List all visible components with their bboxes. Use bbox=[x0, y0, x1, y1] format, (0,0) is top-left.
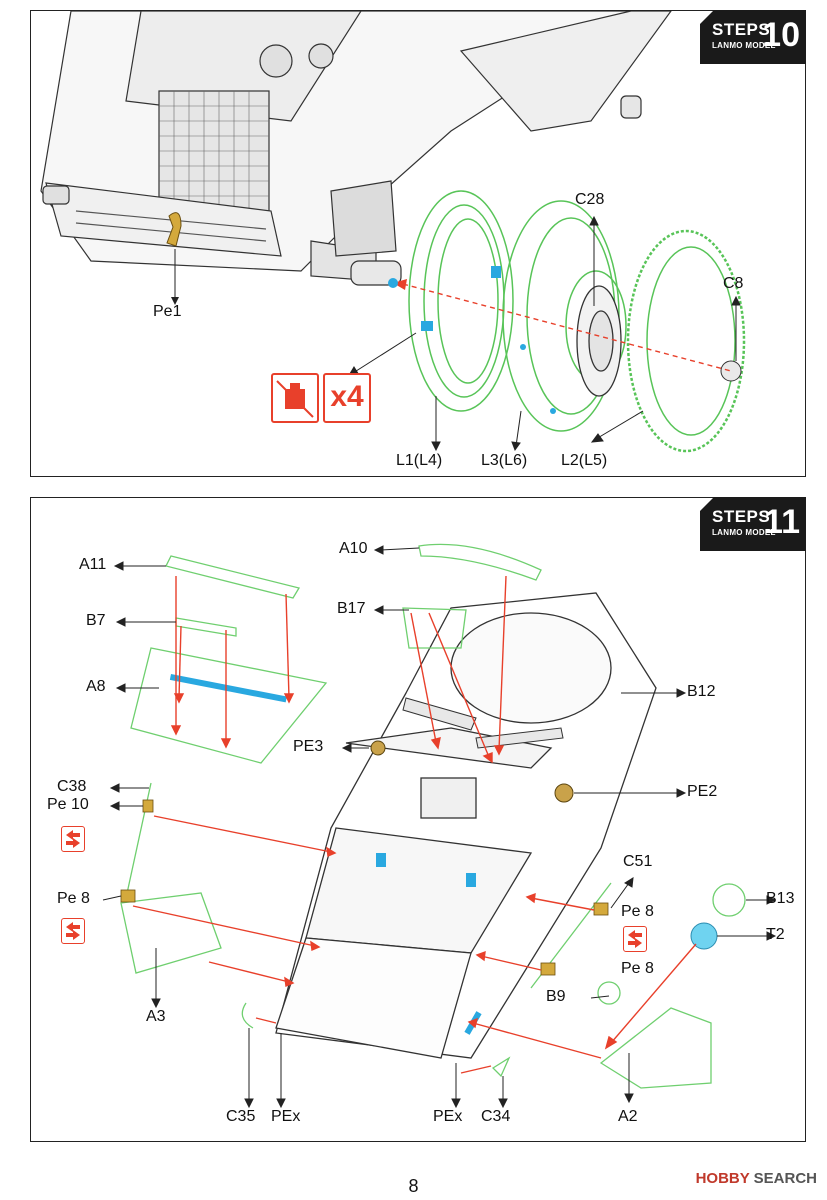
label-b12: B12 bbox=[687, 683, 716, 700]
watermark: HOBBY SEARCH bbox=[696, 1170, 817, 1187]
pe1-hook bbox=[166, 212, 182, 247]
part-a11 bbox=[165, 555, 301, 599]
part-b13 bbox=[712, 883, 746, 917]
label-pe10: Pe 10 bbox=[47, 796, 89, 813]
part-b17 bbox=[402, 607, 467, 649]
step-11-illustration bbox=[102, 543, 777, 1109]
label-pex-left: PEx bbox=[271, 1108, 301, 1125]
label-pe1: Pe1 bbox=[153, 303, 182, 320]
swap-icon bbox=[61, 918, 85, 944]
part-c34 bbox=[491, 1056, 511, 1078]
label-l3-l6: L3(L6) bbox=[481, 452, 528, 469]
wheel-l2 bbox=[626, 229, 746, 453]
badge-brand-text: LANMO MODEL bbox=[712, 528, 776, 537]
label-c28: C28 bbox=[575, 191, 605, 208]
label-l1-l4: L1(L4) bbox=[396, 452, 443, 469]
pe3-disc bbox=[370, 740, 386, 756]
part-a10 bbox=[418, 543, 542, 581]
part-a2 bbox=[599, 1007, 712, 1089]
label-pex-right: PEx bbox=[433, 1108, 463, 1125]
label-c8: C8 bbox=[723, 275, 744, 292]
step-10-illustration bbox=[40, 11, 746, 453]
pe2-disc bbox=[554, 783, 574, 803]
step-10-panel: STEPS LANMO MODEL 10 bbox=[30, 10, 806, 477]
watermark-search: SEARCH bbox=[753, 1170, 817, 1187]
part-c35 bbox=[241, 1002, 254, 1029]
label-l2-l5: L2(L5) bbox=[561, 452, 608, 469]
label-a10: A10 bbox=[339, 540, 368, 557]
part-a8 bbox=[130, 647, 328, 764]
wheel-l1 bbox=[408, 190, 514, 412]
label-b7: B7 bbox=[86, 612, 106, 629]
label-a2: A2 bbox=[618, 1108, 638, 1125]
label-c38: C38 bbox=[57, 778, 87, 795]
hub-cap-c8 bbox=[720, 360, 742, 382]
part-a3 bbox=[120, 892, 222, 974]
label-t2: T2 bbox=[766, 926, 785, 943]
label-pe2: PE2 bbox=[687, 783, 718, 800]
no-glue-icon bbox=[271, 373, 319, 423]
label-a3: A3 bbox=[146, 1008, 166, 1025]
part-b7 bbox=[175, 617, 237, 637]
label-b17: B17 bbox=[337, 600, 366, 617]
step-number: 11 bbox=[764, 503, 800, 541]
label-c51: C51 bbox=[623, 853, 653, 870]
label-a11: A11 bbox=[79, 556, 107, 573]
part-b9 bbox=[597, 981, 621, 1005]
step-number: 10 bbox=[762, 16, 800, 54]
step-11-badge: STEPS LANMO MODEL 11 bbox=[700, 497, 806, 551]
label-pe3: PE3 bbox=[293, 738, 324, 755]
multiplier-x4-icon: x4 bbox=[323, 373, 371, 423]
label-pe8-left: Pe 8 bbox=[57, 890, 90, 907]
label-c34: C34 bbox=[481, 1108, 511, 1125]
page-number: 8 bbox=[408, 1176, 419, 1196]
step-10-badge: STEPS LANMO MODEL 10 bbox=[700, 10, 806, 64]
badge-steps-text: STEPS bbox=[712, 20, 771, 39]
rim-c28 bbox=[576, 285, 622, 397]
label-pe8-right-2: Pe 8 bbox=[621, 960, 654, 977]
watermark-hobby: HOBBY bbox=[695, 1170, 750, 1187]
badge-brand-text: LANMO MODEL bbox=[712, 41, 776, 50]
swap-icon bbox=[61, 826, 85, 852]
label-c35: C35 bbox=[226, 1108, 256, 1125]
label-pe8-right-1: Pe 8 bbox=[621, 903, 654, 920]
swap-icon bbox=[623, 926, 647, 952]
chassis-drawing bbox=[40, 11, 672, 286]
label-b13: B13 bbox=[766, 890, 795, 907]
label-b9: B9 bbox=[546, 988, 566, 1005]
label-a8: A8 bbox=[86, 678, 106, 695]
badge-steps-text: STEPS bbox=[712, 507, 771, 526]
step-11-panel: STEPS LANMO MODEL 11 bbox=[30, 497, 806, 1142]
